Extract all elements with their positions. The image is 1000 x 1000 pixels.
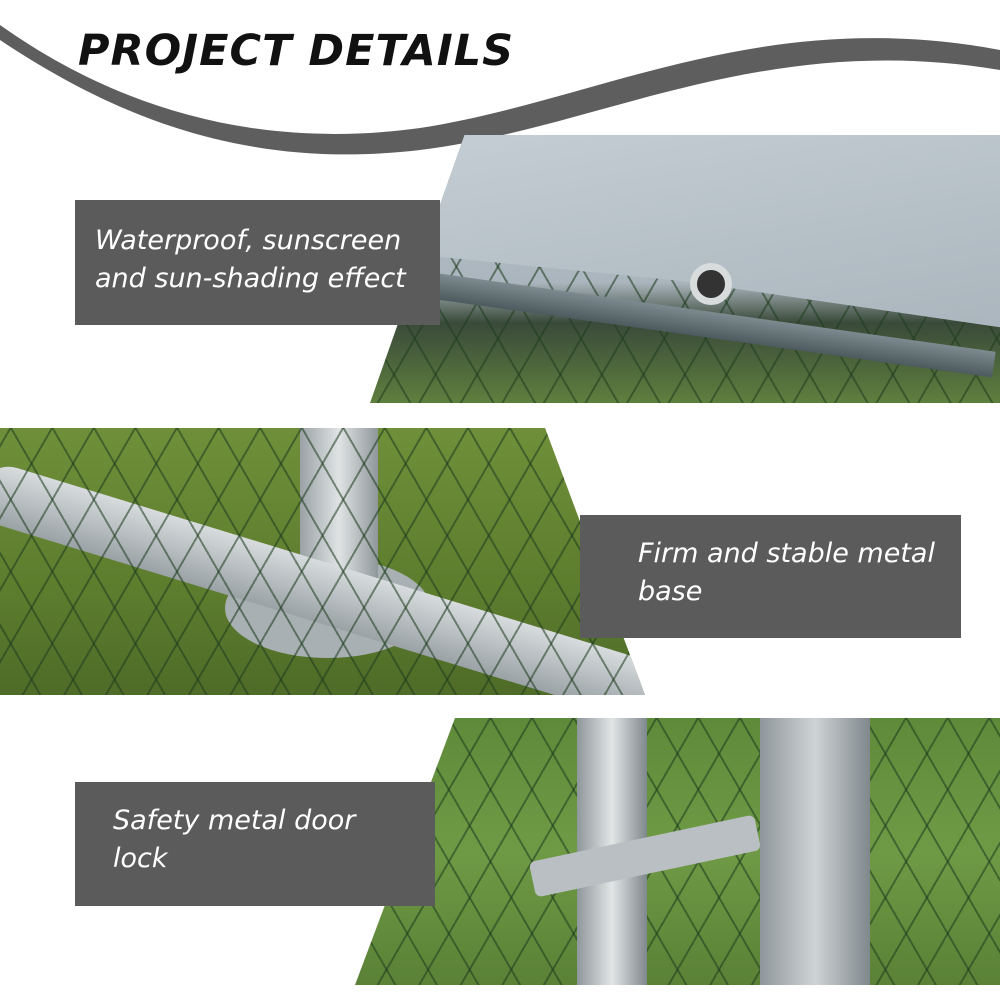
feature-label-line: Waterproof, sunscreen [95,225,402,256]
feature-label-line: Firm and stable metal [638,538,935,569]
photo-waterproof-cover [370,135,1000,403]
decorative-swoosh [0,25,1000,155]
page-title: PROJECT DETAILS [78,26,515,76]
photo-door-lock [355,718,1000,985]
feature-label-line: Safety metal door [113,805,356,836]
feature-label-metal-base: Firm and stable metal base [580,515,961,638]
grommet-icon [690,263,732,305]
feature-label-door-lock: Safety metal door lock [75,782,435,906]
photo-metal-base [0,428,645,695]
feature-label-waterproof: Waterproof, sunscreen and sun-shading ef… [75,200,440,325]
feature-label-line: base [638,576,703,607]
feature-label-line: and sun-shading effect [95,263,406,294]
feature-label-line: lock [113,843,168,874]
